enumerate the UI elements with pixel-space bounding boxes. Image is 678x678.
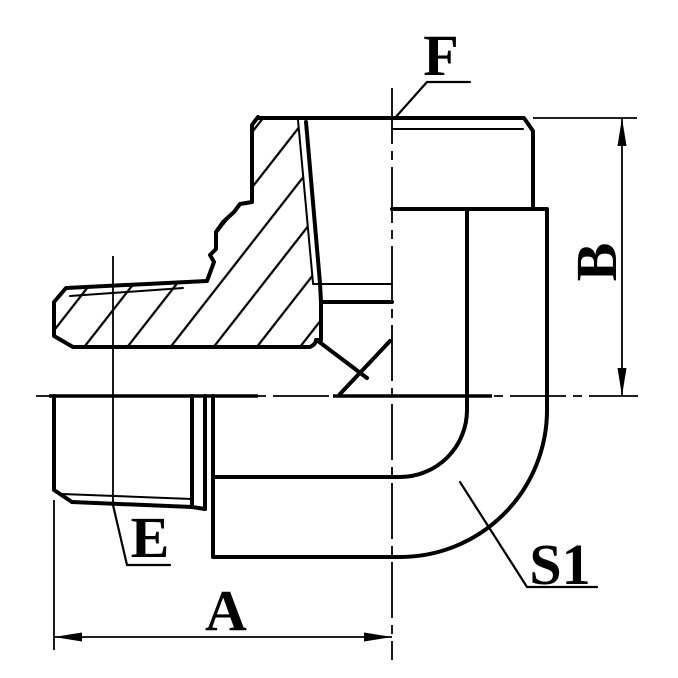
- stud-thread-minor-top: [69, 287, 184, 297]
- label-s1: S1: [529, 532, 590, 597]
- port-top-face: [256, 116, 535, 211]
- elbow-outer-arc: [398, 408, 549, 559]
- a-arrow-right: [364, 632, 392, 642]
- dimension-lines: [53, 117, 637, 650]
- b-arrow-top: [617, 118, 627, 146]
- section-hatch-region: [54, 117, 321, 347]
- dimension-arrowheads: [54, 118, 627, 642]
- body-bottom-edge: [211, 394, 402, 559]
- f-leader: [392, 80, 472, 121]
- female-thread-root-line: [297, 119, 314, 284]
- stud-end-face: [52, 394, 74, 504]
- a-arrow-left: [54, 632, 82, 642]
- bore-cone-diagonal-2: [338, 339, 392, 396]
- label-e: E: [131, 505, 170, 570]
- body-outline: [52, 115, 549, 559]
- thin-detail-lines: [61, 119, 524, 500]
- s1-leader: [458, 480, 599, 589]
- leader-lines: [111, 80, 599, 589]
- label-b: B: [564, 243, 629, 282]
- section-outer-profile: [52, 115, 323, 349]
- label-a: A: [205, 578, 247, 643]
- label-f: F: [423, 23, 458, 88]
- stud-thread-minor-bottom: [61, 493, 193, 500]
- elbow-inner-arc: [398, 408, 469, 479]
- e-leader: [111, 503, 172, 567]
- b-arrow-bottom: [617, 368, 627, 396]
